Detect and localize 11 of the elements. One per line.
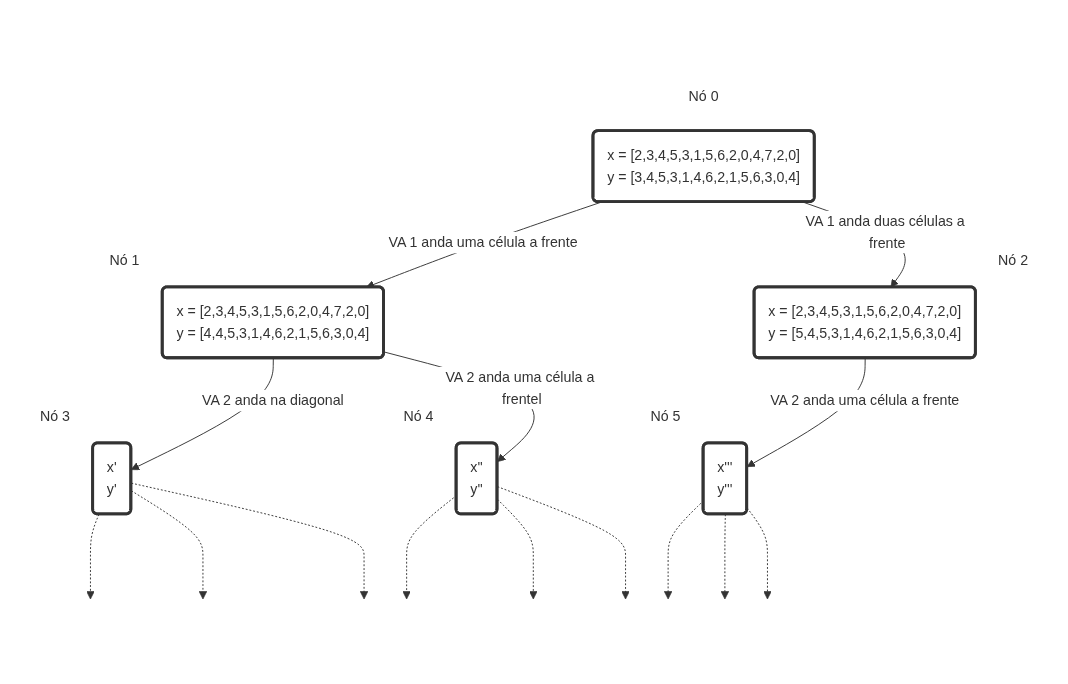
- edge-label: VA 1 anda duas células a frente: [805, 212, 965, 250]
- node-label: Nó 2: [998, 250, 1029, 268]
- edge-label: VA 2 anda na diagonal: [201, 391, 344, 408]
- node-label: Nó 5: [650, 407, 681, 424]
- node-label: Nó 0: [688, 87, 719, 104]
- node-label: Nó 4: [403, 407, 434, 424]
- edge-label: VA 2 anda uma célula a frente: [770, 391, 960, 408]
- edge-label: VA 2 anda uma célula a frentel: [445, 368, 595, 406]
- edge-label: VA 1 anda uma célula a frente: [388, 233, 578, 250]
- node-label: Nó 3: [39, 407, 70, 424]
- node-label: Nó 1: [109, 250, 140, 268]
